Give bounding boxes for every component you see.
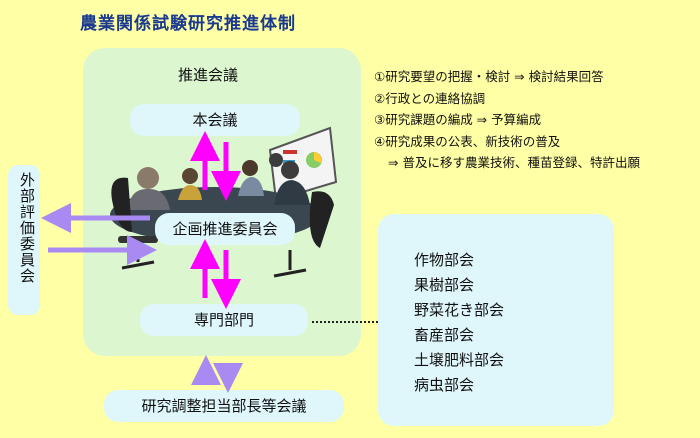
note-item: ④研究成果の公表、新技術の普及 (374, 133, 561, 149)
diagram-title: 農業関係試験研究推進体制 (80, 14, 296, 34)
notes-list: ①研究要望の把握・検討 ⇒ 検討結果回答 ②行政との連絡協調 ③研究課題の編成 … (374, 66, 694, 174)
departments-box (378, 214, 614, 426)
planning-committee-box: 企画推進委員会 (155, 213, 295, 245)
coordination-meeting-box: 研究調整担当部長等会議 (104, 390, 344, 422)
department-item: 畜産部会 (414, 326, 475, 344)
department-item: 果樹部会 (414, 276, 475, 294)
promotion-council-label: 推進会議 (178, 66, 239, 84)
coordination-meeting-label: 研究調整担当部長等会議 (141, 397, 307, 415)
note-item: ③研究課題の編成 ⇒ 予算編成 (374, 112, 542, 127)
note-item: ②行政との連絡協調 (374, 90, 486, 106)
planning-committee-label: 企画推進委員会 (172, 220, 278, 238)
specialist-division-box: 専門部門 (140, 304, 308, 336)
main-meeting-box: 本会議 (130, 104, 300, 136)
department-item: 土壌肥料部会 (414, 351, 505, 369)
departments-list: 作物部会 果樹部会 野菜花き部会 畜産部会 土壌肥料部会 病虫部会 (414, 248, 504, 398)
external-committee-label: 外部評価委員会 (18, 172, 36, 284)
specialist-division-label: 専門部門 (193, 311, 254, 329)
people-icon (128, 153, 310, 210)
main-meeting-label: 本会議 (192, 111, 238, 129)
department-item: 病虫部会 (414, 376, 475, 394)
note-item: ⇒ 普及に移す農業技術、種苗登録、特許出願 (388, 155, 640, 170)
note-item: ①研究要望の把握・検討 ⇒ 検討結果回答 (374, 69, 604, 84)
department-item: 野菜花き部会 (414, 301, 505, 319)
external-committee-box (8, 165, 40, 315)
department-item: 作物部会 (414, 251, 475, 269)
